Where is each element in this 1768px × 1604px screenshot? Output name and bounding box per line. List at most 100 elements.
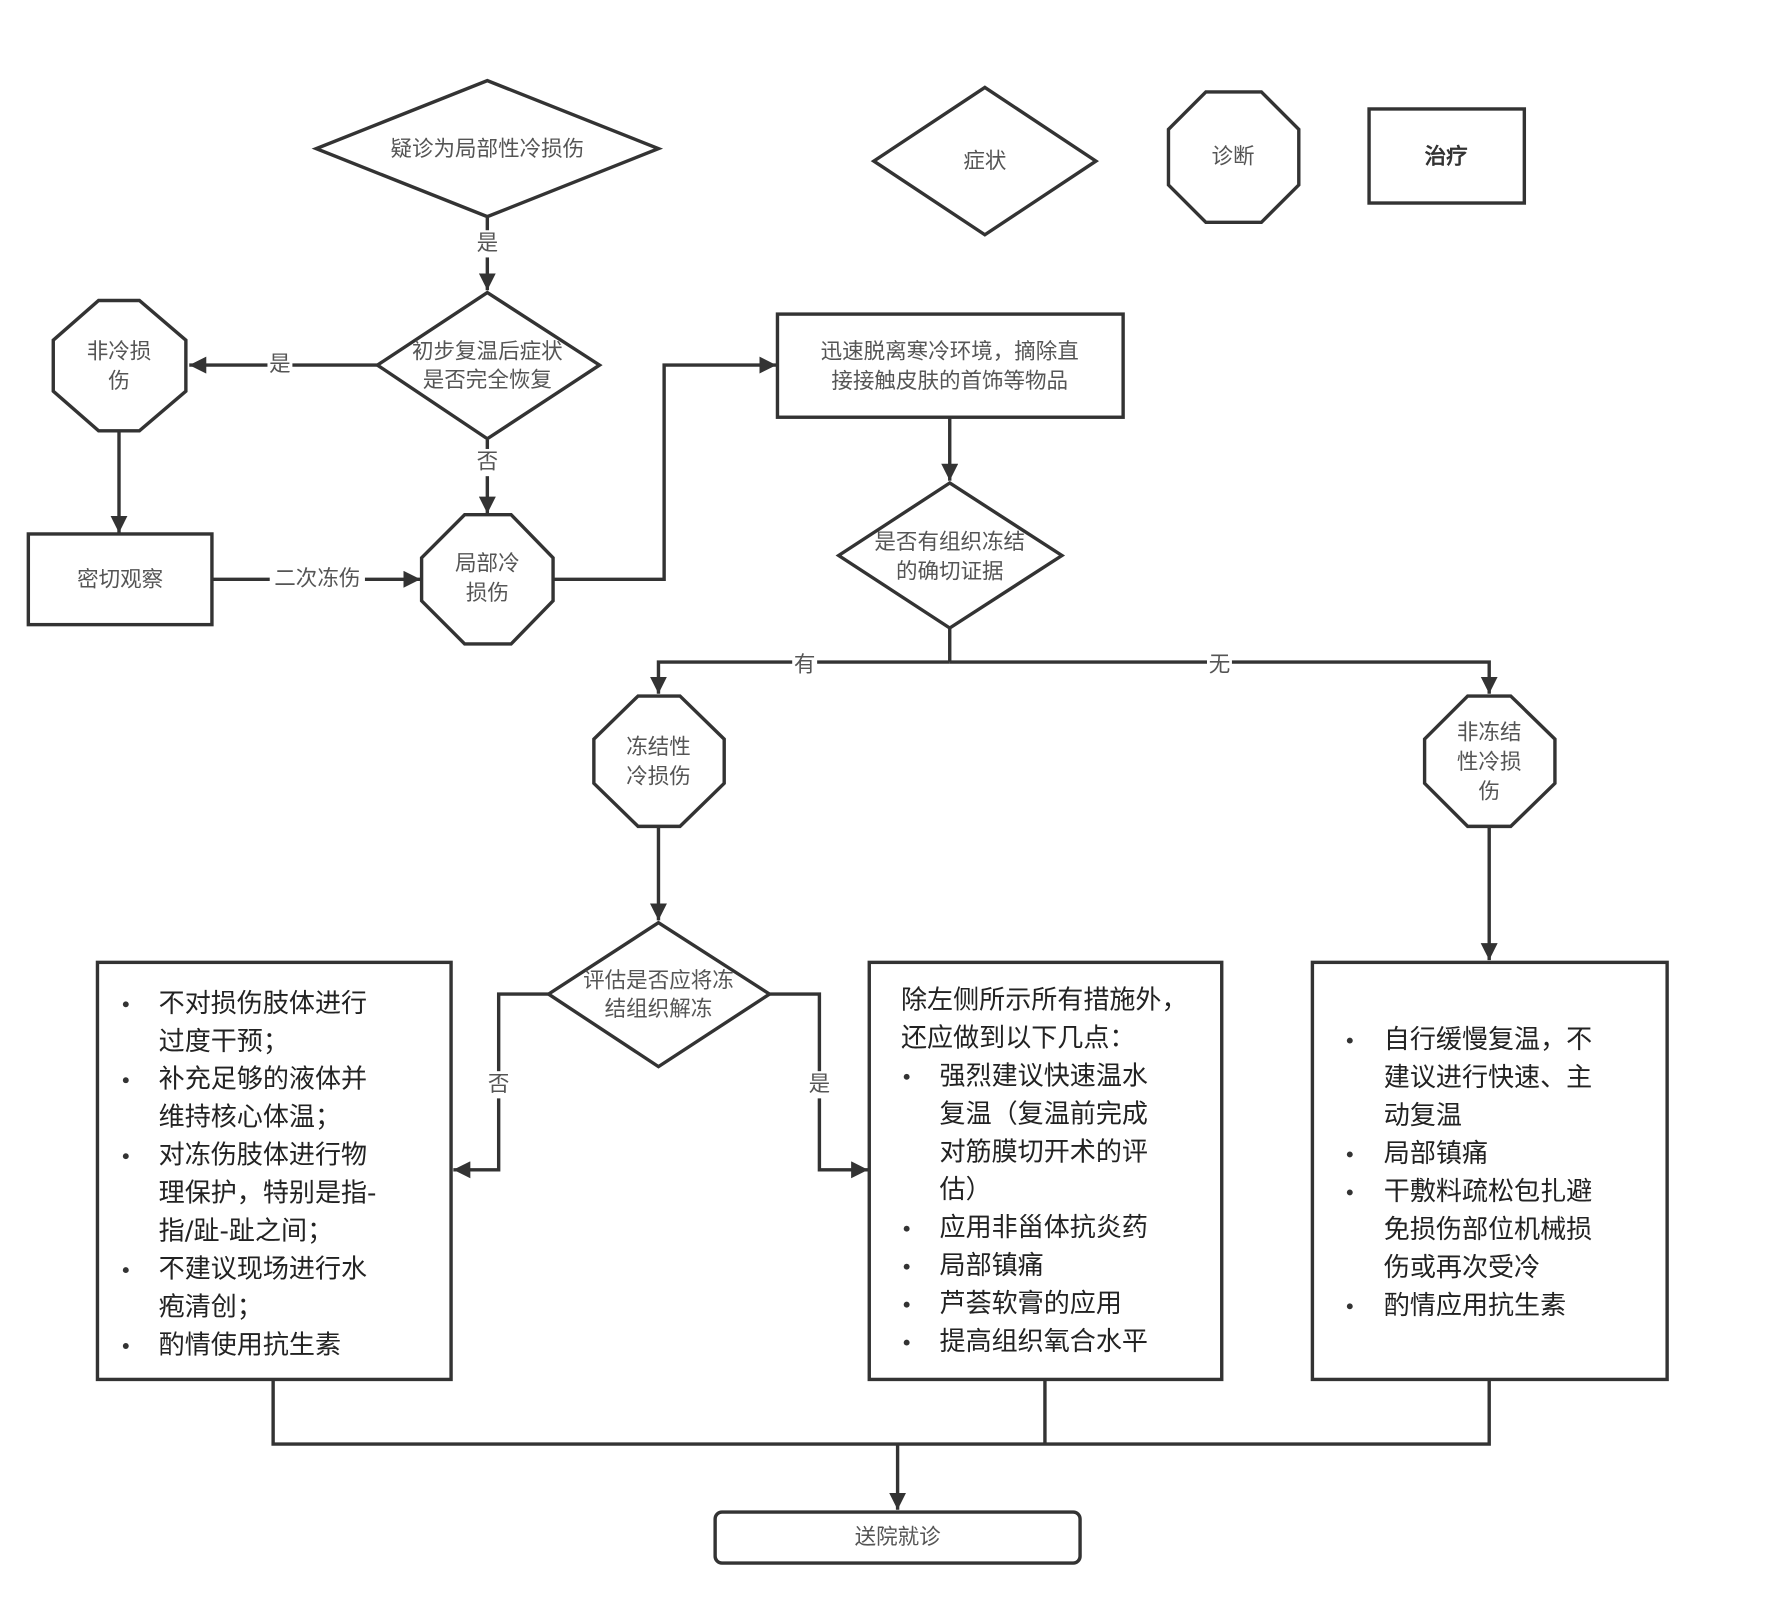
legend-diagnosis: 诊断 [1166, 90, 1301, 224]
box-middle-item-line: 提高组织氧合水平 [940, 1327, 1148, 1357]
edge-freezeq-to-nonfreezing [949, 660, 1498, 694]
node-remove-environment: 迅速脱离寒冷环境，摘除直 接接触皮肤的首饰等物品 [775, 312, 1125, 419]
box-right-item-line: 免损伤部位机械损 [1384, 1215, 1592, 1245]
node-freezing-line2: 冷损伤 [626, 765, 691, 790]
node-suspect: 疑诊为局部性冷损伤 [311, 78, 664, 219]
box-right-item-line: 干敷料疏松包扎避 [1384, 1177, 1592, 1207]
edge-label-recover-no: 否 [477, 450, 499, 475]
node-close-observation: 密切观察 [26, 532, 214, 627]
legend-symptom: 症状 [870, 85, 1100, 237]
node-send-to-hospital: 送院就诊 [713, 1510, 1082, 1565]
node-freezing-injury: 冻结性 冷损伤 [592, 694, 726, 829]
bullet-icon [1346, 1037, 1353, 1044]
edge-label-thaw-yes: 是 [809, 1072, 831, 1097]
box-left-item-line: 理保护，特别是指- [159, 1179, 377, 1209]
node-non-cold-injury: 非冷损 伤 [51, 298, 188, 433]
node-thaw-question: 评估是否应将冻 结组织解冻 [545, 920, 773, 1069]
box-right-item-line: 酌情应用抗生素 [1384, 1291, 1566, 1321]
box-middle-intro-line: 除左侧所示所有措施外， [901, 985, 1188, 1015]
node-hospital-label: 送院就诊 [855, 1525, 942, 1550]
box-left-item-line: 酌情使用抗生素 [159, 1331, 341, 1361]
edge-label-none: 无 [1209, 652, 1231, 677]
box-middle-item-line: 芦荟软膏的应用 [940, 1289, 1122, 1319]
node-recover-question: 初步复温后症状 是否完全恢复 [374, 290, 603, 441]
bullet-icon [903, 1339, 910, 1346]
treatment-box-middle-text: 除左侧所示所有措施外， 还应做到以下几点： 强烈建议快速温水复温（复温前完成对筋膜切… [901, 985, 1188, 1357]
box-middle-item-line: 强烈建议快速温水 [940, 1061, 1148, 1091]
node-local-cold-line1: 局部冷 [455, 552, 520, 577]
node-observe-label: 密切观察 [77, 567, 163, 592]
bullet-icon [122, 1001, 129, 1008]
node-freeze-question-line1: 是否有组织冻结 [874, 530, 1025, 555]
node-remove-env-line2: 接接触皮肤的首饰等物品 [831, 369, 1068, 394]
node-thaw-question-line2: 结组织解冻 [605, 997, 713, 1022]
bullet-icon [1346, 1151, 1353, 1158]
node-recover-question-line1: 初步复温后症状 [412, 340, 563, 365]
node-non-freezing-injury: 非冻结 性冷损 伤 [1422, 694, 1557, 829]
legend-treatment-label: 治疗 [1425, 144, 1468, 170]
box-right-item-line: 伤或再次受冷 [1384, 1253, 1540, 1283]
edge-labels: 是 是 否 二次冻伤 有 无 否 是 [267, 230, 1232, 1099]
treatment-box-middle: 除左侧所示所有措施外， 还应做到以下几点： 强烈建议快速温水复温（复温前完成对筋膜切… [867, 960, 1224, 1382]
box-right-item-line: 局部镇痛 [1384, 1139, 1488, 1169]
bullet-icon [122, 1267, 129, 1274]
node-non-freezing-line1: 非冻结 [1457, 720, 1522, 745]
bullet-icon [122, 1077, 129, 1084]
edge-label-thaw-no: 否 [488, 1072, 510, 1097]
node-recover-question-line2: 是否完全恢复 [423, 368, 552, 393]
legend-diagnosis-label: 诊断 [1212, 145, 1255, 170]
node-local-cold-injury: 局部冷 损伤 [419, 513, 555, 646]
edge-label-second-frostbite: 二次冻伤 [274, 566, 360, 591]
box-left-item-line: 维持核心体温； [159, 1103, 341, 1133]
bullet-icon [1346, 1303, 1353, 1310]
box-middle-item-line: 复温（复温前完成 [940, 1099, 1148, 1129]
edge-label-has: 有 [794, 652, 816, 677]
box-left-item-line: 指/趾-趾之间； [159, 1217, 333, 1247]
node-freeze-question-line2: 的确切证据 [896, 560, 1004, 585]
legend: 症状 诊断 治疗 [870, 85, 1527, 237]
edge-label-recover-yes: 是 [269, 352, 291, 377]
treatment-box-right: 自行缓慢复温，不建议进行快速、主动复温局部镇痛干敷料疏松包扎避免损伤部位机械损伤… [1310, 960, 1669, 1382]
box-middle-intro-line: 还应做到以下几点： [901, 1023, 1135, 1053]
box-middle-item-line: 局部镇痛 [940, 1251, 1044, 1281]
node-non-cold-line2: 伤 [108, 369, 130, 394]
box-right-item-line: 建议进行快速、主 [1384, 1063, 1592, 1093]
box-middle-item-line: 对筋膜切开术的评 [940, 1137, 1148, 1167]
box-right-item-line: 动复温 [1384, 1101, 1462, 1131]
box-right-item-line: 自行缓慢复温，不 [1384, 1025, 1592, 1055]
bullet-icon [903, 1073, 910, 1080]
edge-boxes-merge [271, 1379, 1491, 1446]
legend-treatment: 治疗 [1367, 107, 1527, 205]
box-left-item-line: 不对损伤肢体进行 [159, 989, 367, 1019]
legend-symptom-label: 症状 [963, 149, 1006, 174]
box-left-item-line: 对冻伤肢体进行物 [159, 1141, 367, 1171]
box-middle-item-line: 应用非甾体抗炎药 [940, 1213, 1148, 1243]
node-non-cold-line1: 非冷损 [87, 340, 152, 365]
box-middle-item-line: 估） [940, 1175, 992, 1205]
box-left-item-line: 疱清创； [159, 1293, 263, 1323]
bullet-icon [122, 1153, 129, 1160]
box-left-item-line: 过度干预； [159, 1027, 289, 1057]
bullet-icon [1346, 1189, 1353, 1196]
node-non-freezing-line3: 伤 [1478, 779, 1500, 804]
node-local-cold-line2: 损伤 [466, 581, 509, 606]
bullet-icon [903, 1301, 910, 1308]
edge-localcold-to-remove [554, 356, 777, 581]
edge-label-suspect-yes: 是 [477, 231, 499, 256]
treatment-box-right-text: 自行缓慢复温，不建议进行快速、主动复温局部镇痛干敷料疏松包扎避免损伤部位机械损伤… [1346, 1025, 1592, 1321]
bullet-icon [122, 1343, 129, 1349]
node-freeze-question: 是否有组织冻结 的确切证据 [835, 480, 1066, 631]
node-thaw-question-line1: 评估是否应将冻 [583, 969, 734, 994]
bullet-icon [903, 1225, 910, 1232]
node-non-freezing-line2: 性冷损 [1457, 750, 1522, 775]
box-left-item-line: 补充足够的液体并 [159, 1065, 367, 1095]
edge-freezeq-to-freezing [649, 660, 950, 694]
bullet-icon [903, 1263, 910, 1270]
box-left-item-line: 不建议现场进行水 [159, 1255, 367, 1285]
node-freezing-line1: 冻结性 [626, 735, 691, 760]
node-remove-env-line1: 迅速脱离寒冷环境，摘除直 [821, 340, 1079, 365]
node-suspect-label: 疑诊为局部性冷损伤 [391, 137, 585, 162]
